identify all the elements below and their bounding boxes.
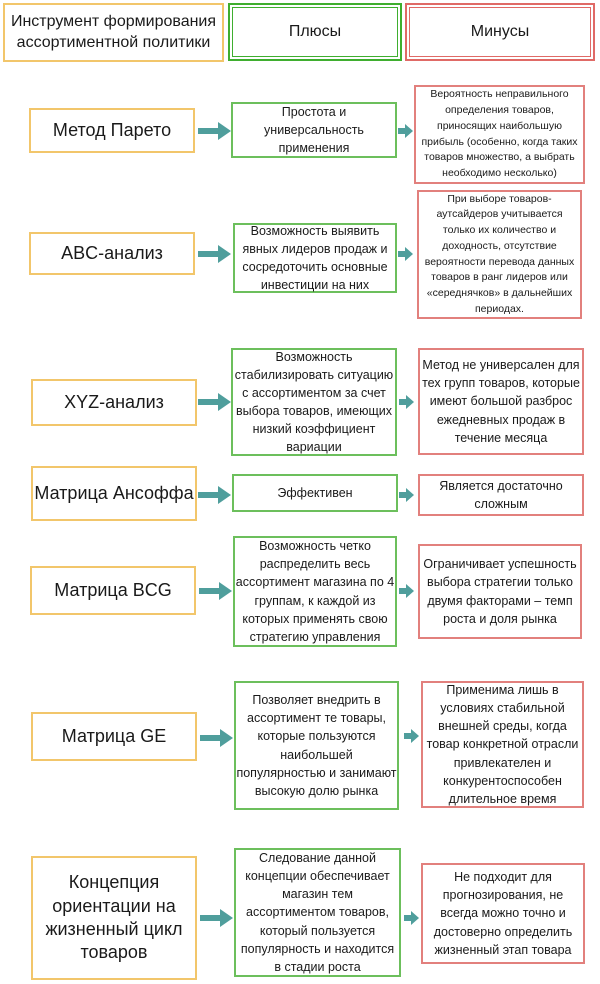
- tool-box-ansoff: Матрица Ансоффа: [31, 466, 197, 521]
- tool-label: Матрица GE: [61, 725, 167, 746]
- pro-box-lifecycle: Следование данной концепции обеспечивает…: [234, 848, 401, 977]
- arrow-icon: [198, 393, 231, 411]
- con-box-ansoff: Является достаточно сложным: [418, 474, 584, 516]
- arrow-icon: [404, 911, 419, 925]
- con-box-bcg: Ограничивает успешность выбора стратегии…: [418, 544, 582, 639]
- arrow-icon: [198, 245, 231, 263]
- con-box-pareto: Вероятность неправильного определения то…: [414, 85, 585, 184]
- tool-box-bcg: Матрица BCG: [30, 566, 196, 615]
- arrow-icon: [198, 122, 231, 140]
- pro-label: Следование данной концепции обеспечивает…: [240, 851, 395, 974]
- arrow-icon: [200, 909, 233, 927]
- tool-box-lifecycle: Концепция ориентации на жизненный цикл т…: [31, 856, 197, 980]
- pro-box-bcg: Возможность четко распределить весь ассо…: [233, 536, 397, 647]
- arrow-icon: [404, 729, 419, 743]
- con-label: При выборе товаров-аутсайдеров учитывает…: [424, 192, 575, 315]
- pro-box-ge: Позволяет внедрить в ассортимент те това…: [234, 681, 399, 810]
- con-label: Не подходит для прогнозирования, не всег…: [433, 870, 573, 957]
- con-box-lifecycle: Не подходит для прогнозирования, не всег…: [421, 863, 585, 964]
- tool-box-ge: Матрица GE: [31, 712, 197, 761]
- con-box-xyz: Метод не универсален для тех групп товар…: [418, 348, 584, 455]
- arrow-icon: [199, 582, 232, 600]
- con-box-abc: При выборе товаров-аутсайдеров учитывает…: [417, 190, 582, 319]
- arrow-icon: [398, 247, 413, 261]
- header-cons: Минусы: [405, 3, 595, 61]
- tool-box-pareto: Метод Парето: [29, 108, 195, 153]
- arrow-icon: [399, 488, 414, 502]
- header-tool-label: Инструмент формирования ассортиментной п…: [10, 12, 217, 51]
- con-label: Вероятность неправильного определения то…: [421, 88, 578, 179]
- con-label: Применима лишь в условиях стабильной вне…: [426, 683, 579, 806]
- header-tool: Инструмент формирования ассортиментной п…: [3, 3, 224, 62]
- header-cons-label: Минусы: [470, 23, 530, 40]
- con-box-ge: Применима лишь в условиях стабильной вне…: [421, 681, 584, 808]
- arrow-icon: [399, 395, 414, 409]
- pro-box-abc: Возможность выявить явных лидеров продаж…: [233, 223, 397, 293]
- tool-label: Матрица Ансоффа: [34, 482, 194, 503]
- con-label: Метод не универсален для тех групп товар…: [422, 358, 580, 445]
- pro-label: Возможность четко распределить весь ассо…: [235, 539, 395, 644]
- arrow-icon: [399, 584, 414, 598]
- tool-label: ABC-анализ: [61, 242, 163, 263]
- tool-box-abc: ABC-анализ: [29, 232, 195, 275]
- tool-label: Матрица BCG: [54, 579, 172, 600]
- tool-label: XYZ-анализ: [64, 391, 164, 412]
- tool-label: Концепция ориентации на жизненный цикл т…: [45, 872, 183, 963]
- header-pros: Плюсы: [228, 3, 402, 61]
- pro-box-ansoff: Эффективен: [232, 474, 398, 512]
- con-label: Ограничивает успешность выбора стратегии…: [423, 557, 577, 626]
- pro-label: Возможность выявить явных лидеров продаж…: [242, 223, 388, 293]
- arrow-icon: [200, 729, 233, 747]
- header-pros-label: Плюсы: [288, 23, 342, 40]
- tool-label: Метод Парето: [52, 119, 172, 140]
- pro-box-xyz: Возможность стабилизировать ситуацию с а…: [231, 348, 397, 456]
- pro-label: Позволяет внедрить в ассортимент те това…: [236, 693, 397, 798]
- pro-label: Возможность стабилизировать ситуацию с а…: [234, 349, 394, 455]
- arrow-icon: [398, 124, 413, 138]
- pro-box-pareto: Простота и универсальность применения: [231, 102, 397, 158]
- pro-label: Простота и универсальность применения: [264, 104, 364, 156]
- tool-box-xyz: XYZ-анализ: [31, 379, 197, 426]
- arrow-icon: [198, 486, 231, 504]
- con-label: Является достаточно сложным: [439, 478, 563, 511]
- pro-label: Эффективен: [277, 485, 353, 500]
